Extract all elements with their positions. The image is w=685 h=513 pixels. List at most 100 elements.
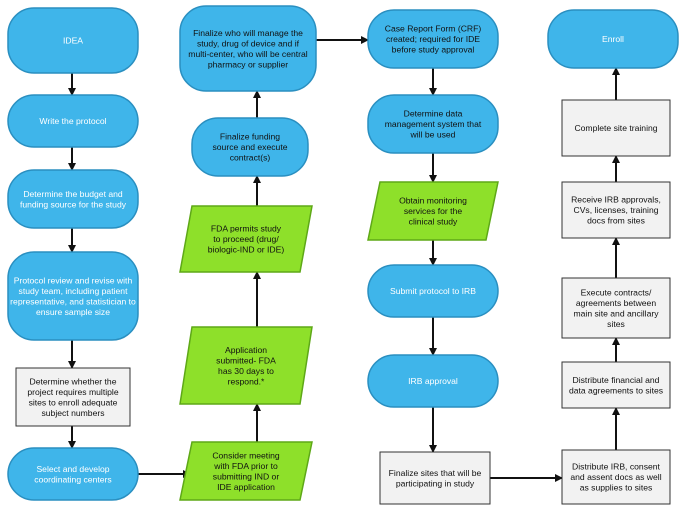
node-label-line: Finalize sites that will be [389, 468, 482, 478]
node-label-line: clinical study [409, 217, 458, 227]
terminal-shape [7, 7, 139, 74]
node-label-line: before study approval [392, 45, 475, 55]
node-label-line: ensure sample size [36, 307, 110, 317]
node-label-line: contract(s) [230, 153, 271, 163]
node-label-line: has 30 days to [218, 366, 274, 376]
node-label-line: Determine data [404, 109, 463, 119]
node-label-line: Receive IRB approvals, [571, 195, 661, 205]
terminal-shape [367, 9, 499, 69]
node-label-line: agreements between [576, 298, 656, 308]
node-label-line: Select and develop [36, 464, 109, 474]
process-box-shape [561, 449, 671, 505]
node-label-line: Execute contracts/ [581, 287, 652, 297]
node-label-line: funding source for the study [20, 199, 127, 209]
node-label-line: pharmacy or supplier [208, 59, 288, 69]
node-label-line: IRB approval [408, 376, 458, 386]
node-label-line: to proceed (drug/ [213, 234, 279, 244]
node-label-line: Write the protocol [39, 116, 106, 126]
node-label-line: docs from sites [587, 216, 645, 226]
node-label-line: study, drug of device and if [197, 38, 300, 48]
parallelogram-shape [179, 441, 313, 501]
node-label-line: Distribute financial and [573, 375, 660, 385]
node-label-line: respond.* [228, 376, 265, 386]
node-label-line: data agreements to sites [569, 385, 663, 395]
terminal-shape [367, 94, 499, 154]
parallelogram-shape [179, 205, 313, 273]
node-label-line: Finalize who will manage the [193, 28, 303, 38]
node-label-line: Enroll [602, 34, 624, 44]
node-label-line: sites [607, 319, 625, 329]
node-label-line: with FDA prior to [213, 461, 278, 471]
node-label-line: study team, including patient [19, 286, 129, 296]
node-label-line: as supplies to sites [580, 483, 653, 493]
node-label-line: project requires multiple [27, 387, 118, 397]
node-label-line: submitted- FDA [216, 355, 276, 365]
parallelogram-shape [179, 326, 313, 405]
terminal-shape [547, 9, 679, 69]
process-box-shape [561, 361, 671, 409]
node-idea: IDEA [7, 7, 139, 74]
node-receive-irb: Receive IRB approvals,CVs, licenses, tra… [561, 181, 671, 239]
terminal-shape [7, 94, 139, 148]
terminal-shape [367, 354, 499, 408]
node-execute-contracts: Execute contracts/agreements betweenmain… [561, 277, 671, 339]
node-label-line: Protocol review and revise with [14, 275, 133, 285]
node-label-line: services for the [404, 206, 462, 216]
node-site-training: Complete site training [561, 99, 671, 157]
node-label-line: Obtain monitoring [399, 196, 467, 206]
node-label-line: Determine whether the [30, 376, 117, 386]
node-label-line: multi-center, who will be central [188, 49, 307, 59]
node-label-line: Consider meeting [212, 450, 280, 460]
node-label-line: Complete site training [574, 123, 657, 133]
parallelogram-shape [367, 181, 499, 241]
terminal-shape [7, 447, 139, 501]
node-label-line: submitting IND or [213, 471, 280, 481]
node-label-line: participating in study [396, 478, 475, 488]
node-label-line: Application [225, 345, 267, 355]
node-label-line: CVs, licenses, training [573, 205, 658, 215]
node-label-line: and assent docs as well [570, 472, 661, 482]
process-box-shape [15, 367, 131, 427]
node-label-line: FDA permits study [211, 224, 282, 234]
node-irb-approval: IRB approval [367, 354, 499, 408]
node-label-line: biologic-IND or IDE) [208, 245, 285, 255]
terminal-shape [7, 169, 139, 229]
process-box-shape [561, 99, 671, 157]
terminal-shape [7, 251, 139, 341]
connectors [68, 36, 620, 482]
node-crf: Case Report Form (CRF)created; required … [367, 9, 499, 69]
node-write-protocol: Write the protocol [7, 94, 139, 148]
node-label-line: representative, and statistician to [10, 296, 136, 306]
node-label-line: Finalize funding [220, 132, 280, 142]
terminal-shape [367, 264, 499, 318]
node-label-line: Distribute IRB, consent [572, 462, 660, 472]
process-box-shape [561, 181, 671, 239]
node-label-line: management system that [385, 119, 482, 129]
node-enroll: Enroll [547, 9, 679, 69]
terminal-shape [191, 117, 309, 177]
node-label-line: source and execute [212, 142, 287, 152]
process-box-shape [379, 451, 491, 505]
node-label-line: will be used [410, 130, 456, 140]
node-label-line: Case Report Form (CRF) [385, 24, 482, 34]
node-label-line: sites to enroll adequate [29, 397, 118, 407]
node-label-line: Submit protocol to IRB [390, 286, 476, 296]
node-label-line: IDEA [63, 36, 83, 46]
node-label-line: Determine the budget and [23, 189, 123, 199]
node-label-line: coordinating centers [34, 474, 111, 484]
node-label-line: created; required for IDE [386, 34, 480, 44]
terminal-shape [179, 5, 317, 92]
